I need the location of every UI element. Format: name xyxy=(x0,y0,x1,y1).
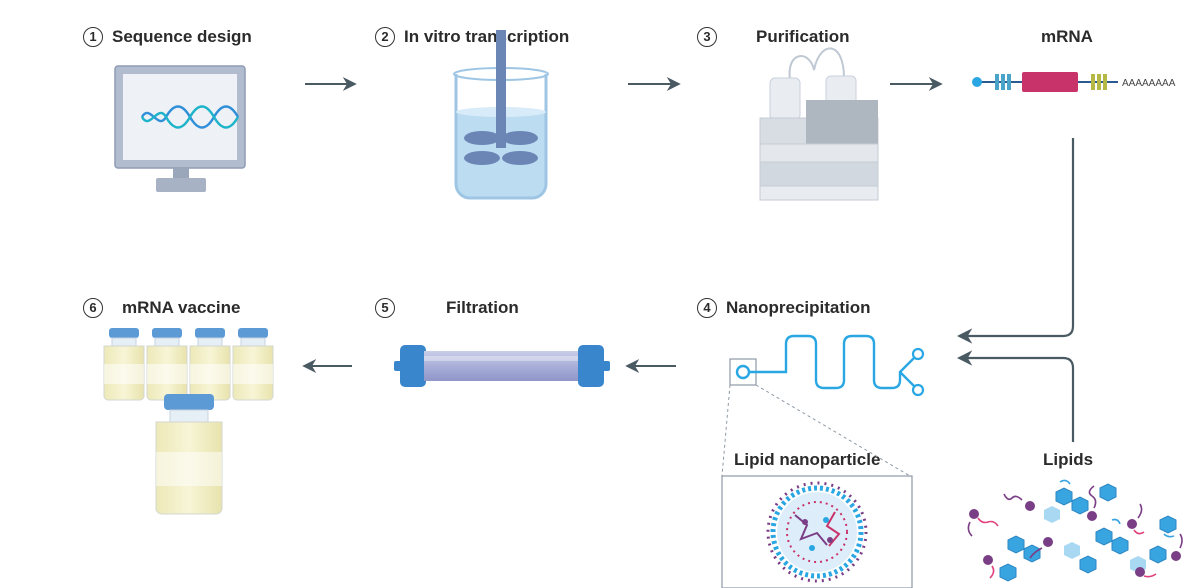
step-6-label: 6 mRNA vaccine xyxy=(83,298,240,318)
step-3-title: Purification xyxy=(756,27,850,46)
step-3-label: 3 Purification xyxy=(697,27,850,47)
step-3-number: 3 xyxy=(697,27,717,47)
arrow-mrna-to-mixer xyxy=(956,138,1075,344)
dna-helix-icon xyxy=(140,105,240,129)
mrna-label-text: mRNA xyxy=(1041,27,1093,46)
mrna-label: mRNA xyxy=(1041,27,1093,47)
arrow-lipids-to-mixer xyxy=(956,350,1075,442)
bioreactor-beaker-icon xyxy=(453,30,549,200)
step-5-number: 5 xyxy=(375,298,395,318)
poly-a-tail-text: AAAAAAAA xyxy=(1122,78,1176,89)
lipids-label: Lipids xyxy=(1043,450,1093,470)
step-6-number: 6 xyxy=(83,298,103,318)
step-2-label: 2 In vitro transcription xyxy=(375,27,569,47)
step-1-title: Sequence design xyxy=(112,27,252,46)
vaccine-vials-icon xyxy=(103,327,274,515)
step-5-label: 5 Filtration xyxy=(375,298,519,318)
lipid-nanoparticle-label: Lipid nanoparticle xyxy=(734,450,880,470)
lipid-molecules-icon xyxy=(967,479,1183,582)
lipid-nanoparticle-icon xyxy=(721,475,913,588)
step-2-number: 2 xyxy=(375,27,395,47)
step-1-label: 1 Sequence design xyxy=(83,27,252,47)
large-vaccine-vial-icon xyxy=(155,394,223,515)
step-4-title: Nanoprecipitation xyxy=(726,298,871,317)
step-4-label: 4 Nanoprecipitation xyxy=(697,298,871,318)
step-1-number: 1 xyxy=(83,27,103,47)
microfluidic-mixer-icon xyxy=(721,334,925,477)
chromatography-system-icon xyxy=(759,47,879,201)
step-4-number: 4 xyxy=(697,298,717,318)
computer-monitor-icon xyxy=(114,65,246,192)
lipid-nanoparticle-label-text: Lipid nanoparticle xyxy=(734,450,881,469)
lipids-label-text: Lipids xyxy=(1043,450,1094,469)
mrna-construct-icon: AAAAAAAA xyxy=(972,72,1176,92)
step-5-title: Filtration xyxy=(446,298,519,317)
step-2-title: In vitro transcription xyxy=(404,27,570,46)
step-6-title: mRNA vaccine xyxy=(122,298,241,317)
filtration-cartridge-icon xyxy=(394,345,610,387)
